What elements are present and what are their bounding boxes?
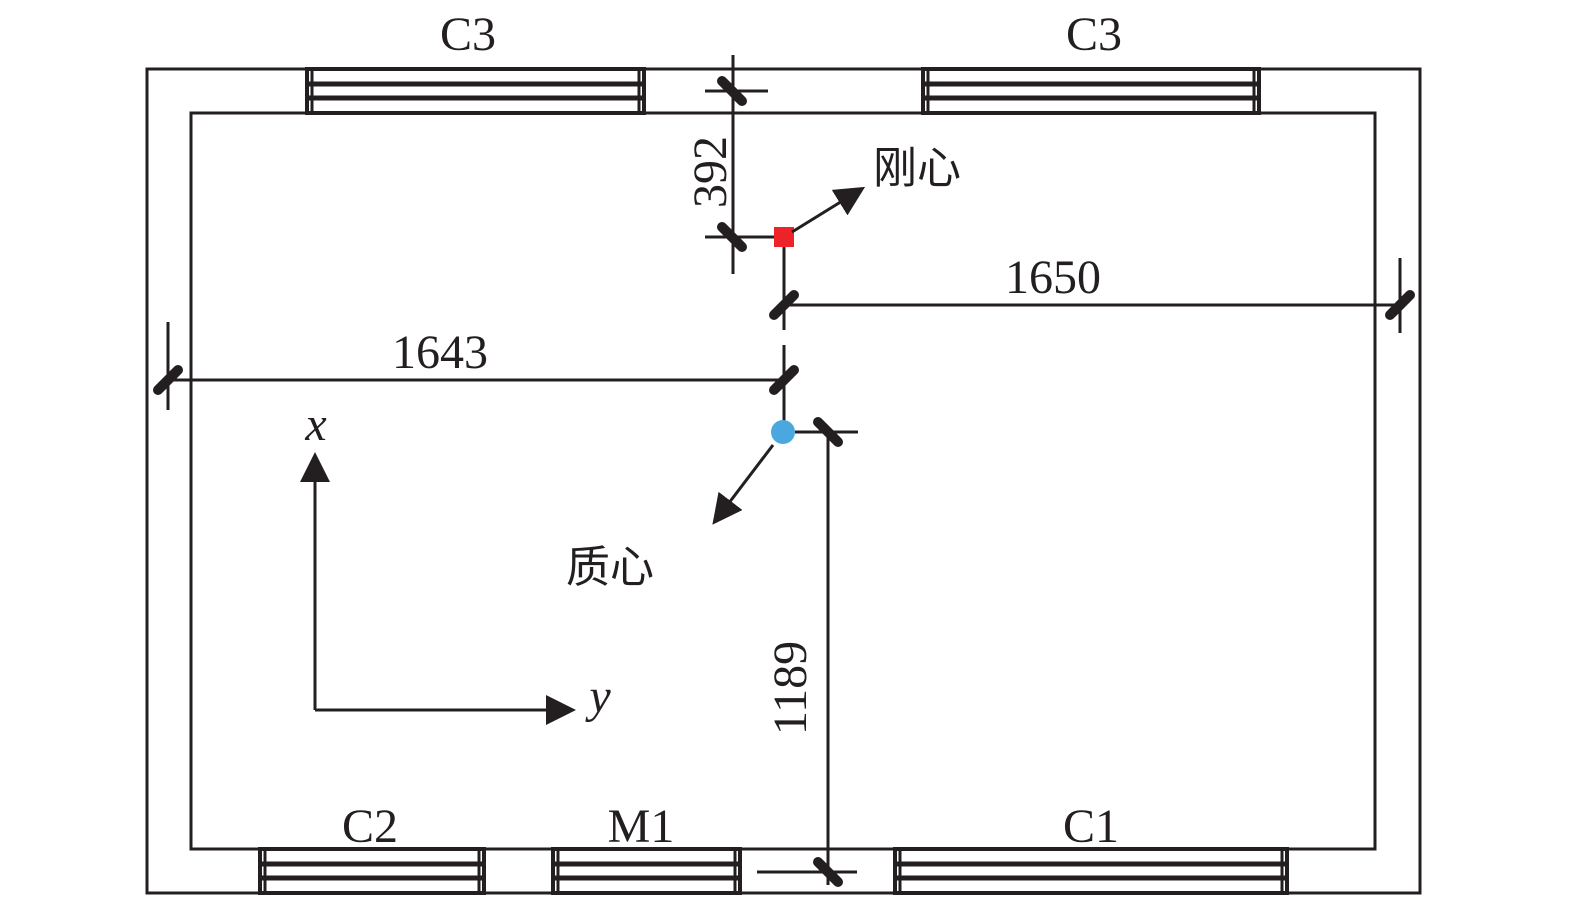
mass-center-label: 质心 (566, 542, 654, 593)
window-c2 (258, 847, 486, 895)
rigidity-center-marker (774, 227, 794, 247)
walls (145, 67, 1422, 895)
dimension-1643: 1643 (392, 326, 488, 379)
door-m1 (551, 847, 742, 895)
inner-wall (189, 111, 1377, 851)
mass-center-marker (771, 420, 795, 444)
window-label-c3-right: C3 (1066, 8, 1122, 61)
rigidity-center-arrow (791, 186, 866, 234)
door-label-m1: M1 (608, 800, 675, 853)
window-c3-right (921, 67, 1261, 115)
dimension-lines (166, 55, 1402, 885)
mass-center-arrow (712, 444, 775, 525)
windows (258, 67, 1289, 895)
y-axis-label: y (584, 670, 611, 723)
window-label-c3-left: C3 (440, 8, 496, 61)
window-label-c2: C2 (342, 800, 398, 853)
dimension-1189: 1189 (764, 641, 817, 735)
outer-wall (145, 67, 1422, 895)
dimension-ticks (153, 76, 1415, 887)
window-c3-left (305, 67, 646, 115)
rigidity-center-label: 刚心 (873, 143, 961, 194)
x-axis-label: x (304, 398, 326, 451)
dimension-392: 392 (684, 136, 737, 208)
dimension-1650: 1650 (1005, 251, 1101, 304)
window-label-c1: C1 (1063, 800, 1119, 853)
window-c1 (893, 847, 1289, 895)
